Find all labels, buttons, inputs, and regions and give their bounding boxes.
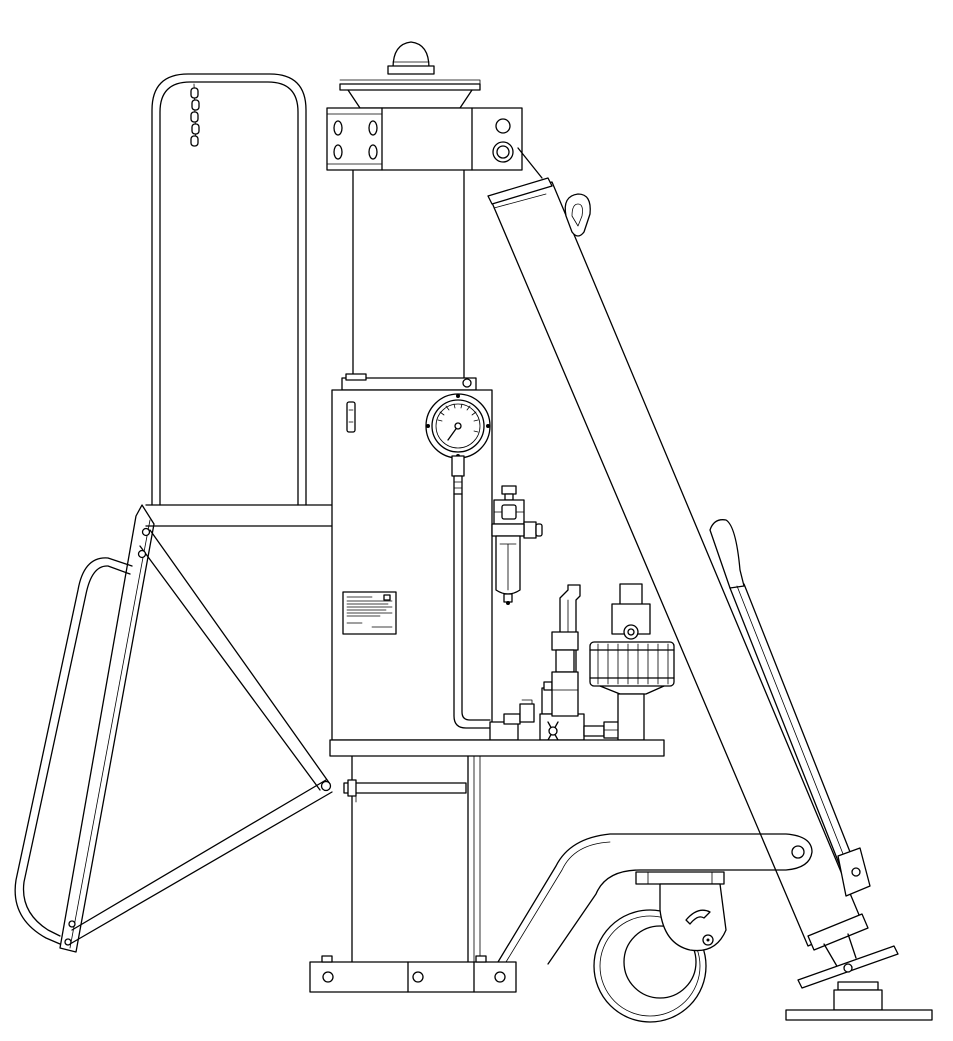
frame-struts [59, 504, 333, 953]
air-hydraulic-pump [589, 583, 675, 741]
upper-clamp-block [326, 107, 523, 171]
front-handle-loop [14, 557, 133, 945]
pump-handle-bracket [551, 584, 581, 717]
caster-swing-arm [497, 833, 813, 965]
boom-cylinder [487, 147, 899, 989]
base-block [309, 955, 517, 993]
foot-pad [785, 981, 933, 1021]
rear-handle-loop [151, 73, 307, 506]
gauge-hose [453, 493, 491, 729]
central-column [343, 167, 481, 963]
column-top-cap [339, 41, 481, 109]
pressure-gauge-icon [425, 393, 491, 495]
reservoir-data-placard [342, 591, 397, 635]
hanging-chain [190, 83, 200, 147]
caster-wheel [593, 871, 727, 1023]
pump-lever-handle[interactable] [709, 519, 871, 897]
pump-platform [329, 739, 665, 757]
air-filter-regulator [491, 485, 543, 605]
